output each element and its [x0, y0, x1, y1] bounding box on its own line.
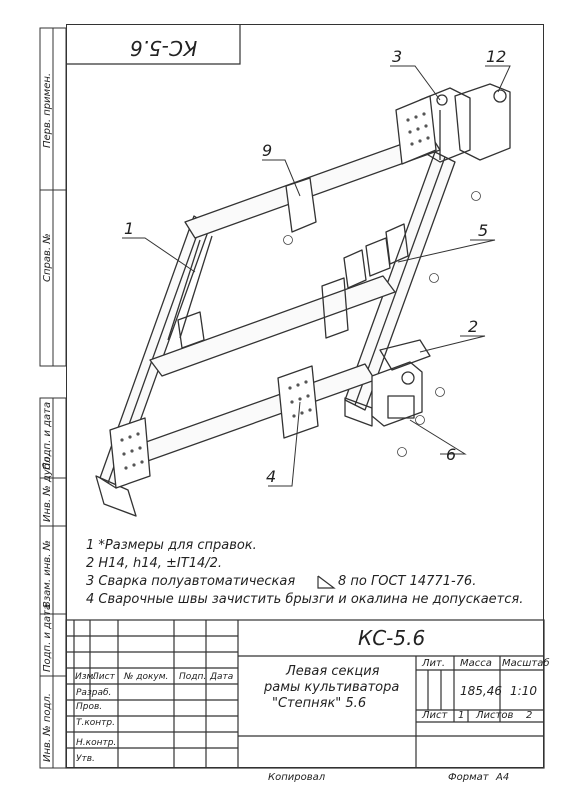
sheets-value: 2 — [526, 710, 533, 721]
scale-label: Масштаб — [502, 658, 550, 669]
note-2: 2 H14, h14, ±IT14/2. — [86, 556, 223, 571]
footer-format-label: Формат — [448, 772, 489, 783]
hdr-list: Лист — [92, 672, 115, 682]
sheet-value: 1 — [458, 710, 465, 721]
hdr-data: Дата — [210, 672, 234, 682]
role-utv: Утв. — [76, 754, 95, 764]
callout-9: 9 — [262, 141, 272, 160]
mass-label: Масса — [460, 658, 492, 669]
title-code: КС-5.6 — [358, 626, 426, 650]
note-1: 1 *Размеры для справок. — [86, 538, 257, 553]
weld-symbol-icon — [317, 575, 336, 589]
role-razrab: Разраб. — [76, 688, 112, 698]
role-prov: Пров. — [76, 702, 103, 712]
callout-3: 3 — [392, 47, 402, 66]
sheet-label: Лист — [422, 710, 448, 721]
callout-5: 5 — [478, 221, 488, 240]
role-nkontr: Н.контр. — [76, 738, 117, 748]
title-line-1: Левая секция — [286, 664, 380, 679]
callout-6: 6 — [446, 445, 456, 464]
top-code-box — [66, 24, 241, 65]
scale-value: 1:10 — [510, 684, 537, 698]
title-line-2: рамы культиватора — [264, 680, 400, 695]
callout-4: 4 — [266, 467, 276, 486]
callout-12: 12 — [486, 47, 506, 66]
hdr-izm: Изм. — [75, 672, 97, 682]
footer-format-value: А4 — [496, 772, 510, 783]
hdr-podp: Подп. — [179, 672, 207, 682]
callout-1: 1 — [124, 219, 134, 238]
frame-drawing: 3 12 9 1 5 2 4 6 — [95, 47, 511, 517]
lit-label: Лит. — [422, 658, 446, 669]
sheets-label: Листов — [476, 710, 514, 721]
hdr-dokum: № докум. — [124, 672, 169, 682]
title-line-3: "Степняк" 5.6 — [272, 696, 367, 711]
callout-2: 2 — [468, 317, 478, 336]
note-3: 3 Сварка полуавтоматическая — [86, 574, 296, 589]
mass-value: 185,46 — [460, 684, 502, 698]
footer-copied: Копировал — [268, 772, 326, 783]
role-tkontr: Т.контр. — [76, 718, 116, 728]
note-4: 4 Сварочные швы зачистить брызги и окали… — [86, 592, 524, 607]
note-3-cont: 8 по ГОСТ 14771-76. — [338, 574, 477, 589]
